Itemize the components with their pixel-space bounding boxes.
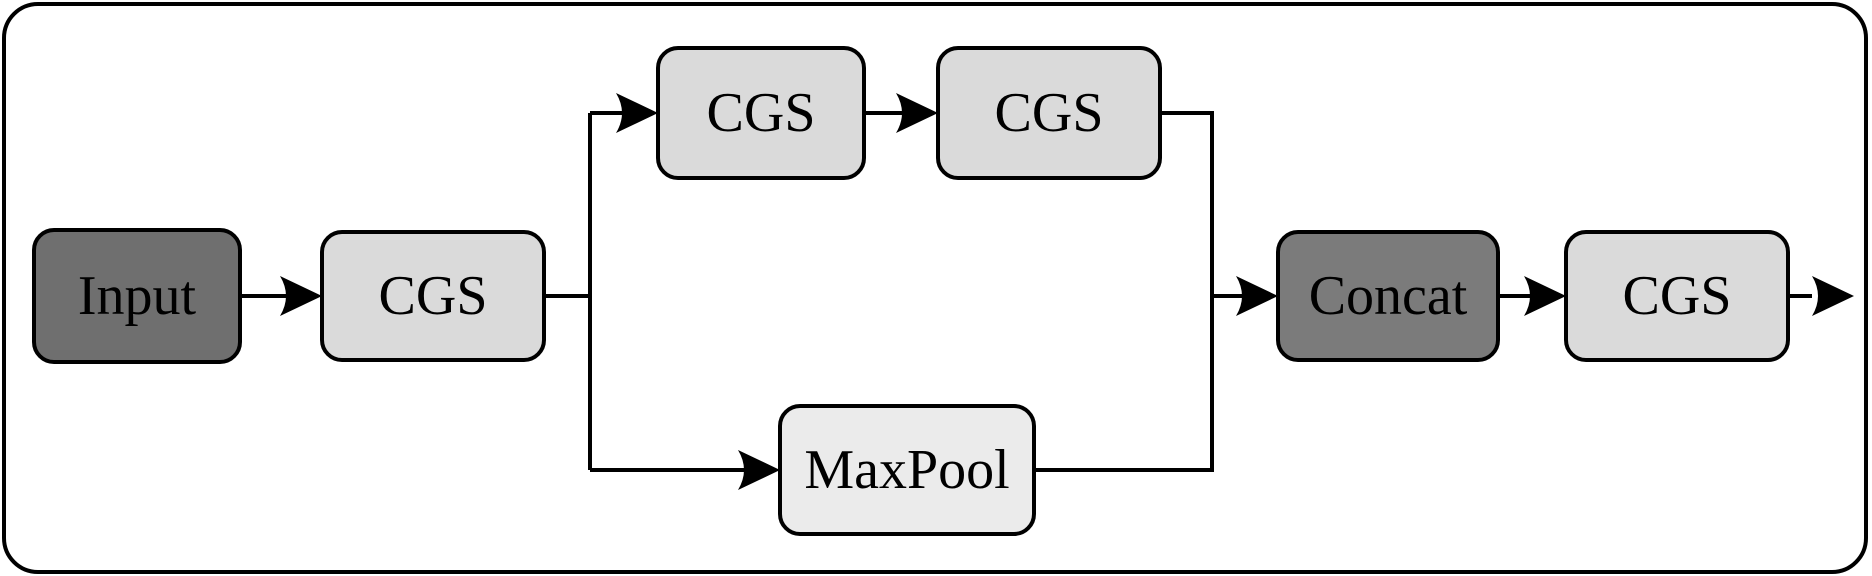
node-cgs-first-label: CGS bbox=[379, 265, 488, 327]
arrowhead-to-maxpool bbox=[738, 450, 780, 490]
arrowhead-to-concat bbox=[1236, 276, 1278, 316]
node-cgs-top-right-box bbox=[936, 46, 1162, 180]
node-input-box bbox=[32, 228, 242, 364]
node-concat-box bbox=[1276, 230, 1500, 362]
node-concat: Concat bbox=[1276, 230, 1500, 362]
node-cgs-top-left: CGS bbox=[656, 46, 866, 180]
node-concat-label: Concat bbox=[1309, 265, 1468, 327]
arrowhead-to-cgs-top-right bbox=[896, 93, 938, 133]
node-cgs-first: CGS bbox=[320, 230, 546, 362]
node-cgs-last-label: CGS bbox=[1623, 265, 1732, 327]
node-cgs-top-left-label: CGS bbox=[707, 82, 816, 144]
arrowhead-to-cgs-last bbox=[1524, 276, 1566, 316]
arrowheads bbox=[280, 93, 1854, 490]
edge-cgs-top-right-to-merge bbox=[1160, 111, 1214, 296]
node-cgs-top-right: CGS bbox=[936, 46, 1162, 180]
node-input-label: Input bbox=[78, 265, 197, 327]
edge-maxpool-to-merge bbox=[1034, 296, 1214, 472]
connectors bbox=[240, 111, 1812, 472]
node-maxpool-label: MaxPool bbox=[804, 439, 1009, 501]
node-cgs-top-left-box bbox=[656, 46, 866, 180]
node-cgs-first-box bbox=[320, 230, 546, 362]
node-cgs-last: CGS bbox=[1564, 230, 1790, 362]
node-maxpool: MaxPool bbox=[778, 404, 1036, 536]
arrowhead-to-cgs-first bbox=[280, 276, 322, 316]
arrowhead-to-cgs-top-left bbox=[616, 93, 658, 133]
node-cgs-top-right-label: CGS bbox=[995, 82, 1104, 144]
arrowhead-output bbox=[1812, 276, 1854, 316]
node-cgs-last-box bbox=[1564, 230, 1790, 362]
node-input: Input bbox=[32, 228, 242, 364]
node-maxpool-box bbox=[778, 404, 1036, 536]
